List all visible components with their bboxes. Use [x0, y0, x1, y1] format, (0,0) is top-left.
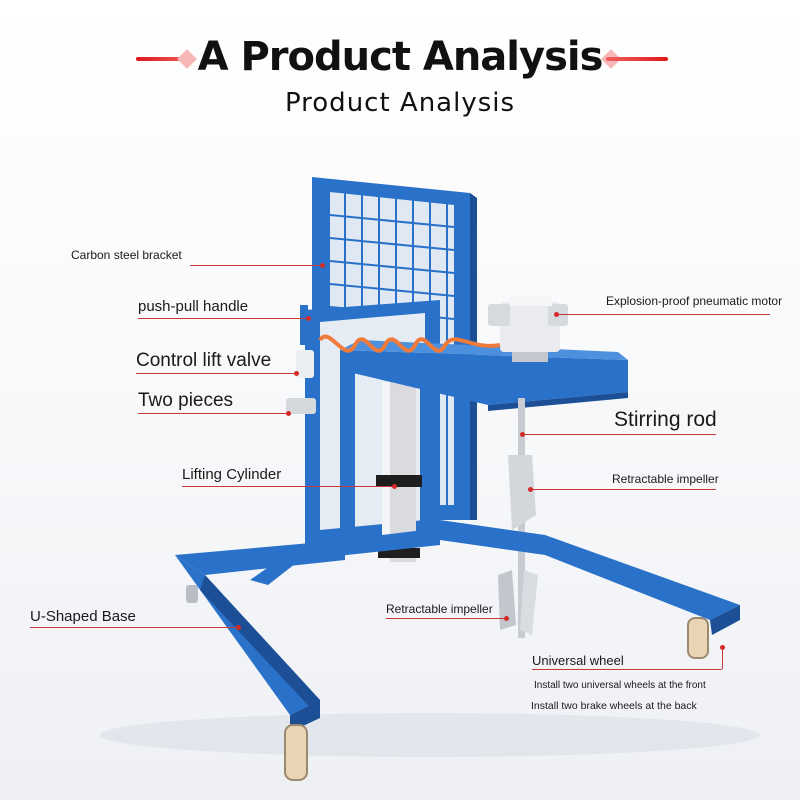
- leader-stirring-rod: [522, 434, 716, 435]
- leader-explosion-proof-motor: [556, 314, 770, 315]
- leader-control-lift-valve: [136, 373, 296, 374]
- leader-dot-lifting-cylinder: [392, 484, 397, 489]
- leader-dot-explosion-proof-motor: [554, 312, 559, 317]
- air-hose-coil: [318, 334, 501, 353]
- title-decoration-left: [136, 57, 194, 61]
- page-title: A Product Analysis: [197, 34, 604, 80]
- pneumatic-motor-shape: [488, 296, 568, 362]
- leader-lifting-cylinder: [182, 486, 394, 487]
- leader-universal-wheel: [532, 669, 722, 670]
- label-stirring-rod: Stirring rod: [614, 408, 717, 431]
- leader-carbon-steel-bracket: [190, 265, 322, 266]
- label-retractable-impeller-upper: Retractable impeller: [612, 472, 719, 486]
- floor-shadow: [100, 713, 760, 757]
- leader-dot-retractable-impeller-lower: [504, 616, 509, 621]
- label-u-shaped-base: U-Shaped Base: [30, 608, 136, 625]
- motor-platform: [340, 340, 628, 411]
- leader-dot-u-shaped-base: [236, 625, 241, 630]
- leader-dot-stirring-rod: [520, 432, 525, 437]
- leader-retractable-impeller-upper: [530, 489, 716, 490]
- label-lifting-cylinder: Lifting Cylinder: [182, 466, 282, 483]
- wheel-shapes: [186, 585, 709, 781]
- control-valve-shape: [286, 305, 316, 414]
- leader-universal-wheel-vertical: [722, 648, 723, 669]
- label-wheel-note-back: Install two brake wheels at the back: [531, 700, 697, 712]
- leader-two-pieces: [138, 413, 288, 414]
- leader-u-shaped-base: [30, 627, 238, 628]
- leader-dot-push-pull-handle: [306, 316, 311, 321]
- label-two-pieces: Two pieces: [138, 390, 234, 411]
- stirring-rod-shape: [498, 398, 538, 638]
- leader-retractable-impeller-lower: [386, 618, 506, 619]
- label-wheel-note-front: Install two universal wheels at the fron…: [534, 680, 706, 691]
- leader-dot-carbon-steel-bracket: [320, 263, 325, 268]
- leader-dot-two-pieces: [286, 411, 291, 416]
- page-subtitle: Product Analysis: [284, 88, 516, 118]
- label-explosion-proof-motor: Explosion-proof pneumatic motor: [606, 294, 783, 308]
- label-push-pull-handle: push-pull handle: [138, 298, 249, 315]
- leader-dot-control-lift-valve: [294, 371, 299, 376]
- label-control-lift-valve: Control lift valve: [136, 350, 272, 371]
- leader-push-pull-handle: [138, 318, 308, 319]
- label-retractable-impeller-lower: Retractable impeller: [386, 602, 493, 616]
- title-decoration-right: [606, 57, 668, 61]
- label-carbon-steel-bracket: Carbon steel bracket: [71, 248, 182, 262]
- leader-dot-universal-wheel: [720, 645, 725, 650]
- label-universal-wheel: Universal wheel: [532, 653, 624, 668]
- leader-dot-retractable-impeller-upper: [528, 487, 533, 492]
